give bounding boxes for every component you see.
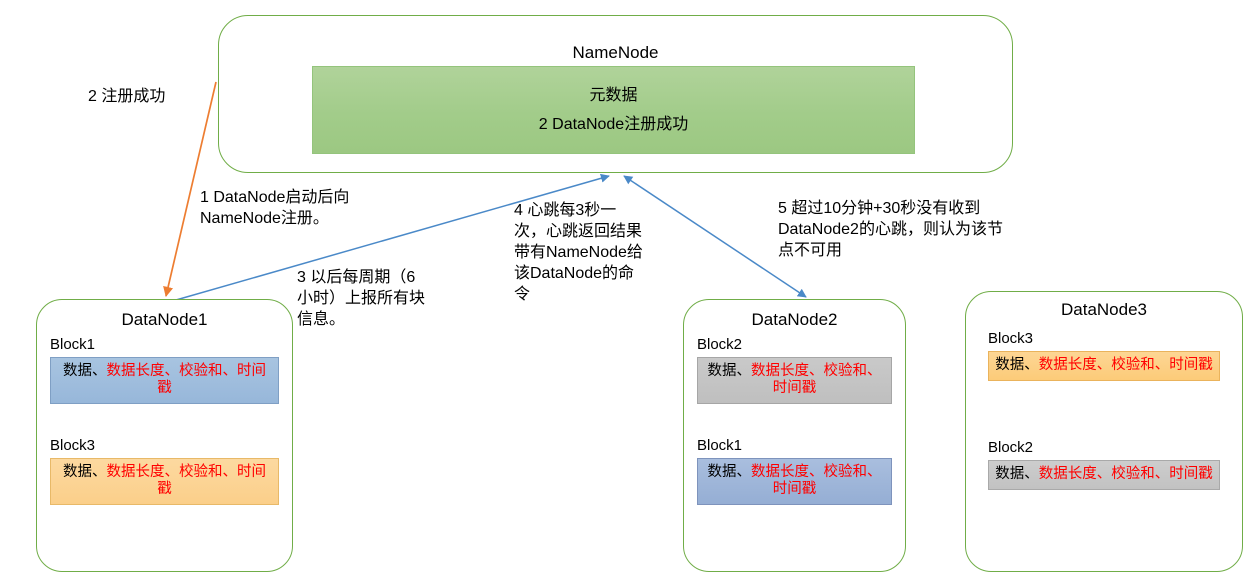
datanode1-block-2: Block3 数据、数据长度、校验和、时间戳 bbox=[50, 437, 279, 505]
namenode-box[interactable]: NameNode 元数据 2 DataNode注册成功 bbox=[218, 15, 1013, 173]
block-text-red: 数据长度、校验和、时间戳 bbox=[106, 464, 267, 497]
datanode2-block-2: Block1 数据、数据长度、校验和、时间戳 bbox=[697, 437, 892, 505]
block-text-red: 数据长度、校验和、时间戳 bbox=[751, 464, 882, 497]
annotation-heartbeat: 4 心跳每3秒一次，心跳返回结果带有NameNode给该DataNode的命令 bbox=[514, 202, 643, 303]
block-label: Block3 bbox=[50, 437, 96, 454]
block-body[interactable]: 数据、数据长度、校验和、时间戳 bbox=[988, 460, 1220, 490]
block-label: Block2 bbox=[697, 336, 743, 353]
datanode2-box[interactable]: DataNode2 Block2 数据、数据长度、校验和、时间戳 Block1 … bbox=[683, 299, 906, 572]
block-body[interactable]: 数据、数据长度、校验和、时间戳 bbox=[697, 357, 892, 404]
metadata-registration-status: 2 DataNode注册成功 bbox=[538, 116, 689, 133]
block-body[interactable]: 数据、数据长度、校验和、时间戳 bbox=[50, 357, 279, 404]
block-text-red: 数据长度、校验和、时间戳 bbox=[1038, 357, 1213, 373]
datanode3-block-2: Block2 数据、数据长度、校验和、时间戳 bbox=[988, 439, 1220, 490]
annotation-startup-register: 1 DataNode启动后向NameNode注册。 bbox=[200, 189, 350, 227]
block-label: Block1 bbox=[50, 336, 96, 353]
annotation-periodic-block-report: 3 以后每周期（6小时）上报所有块信息。 bbox=[297, 269, 426, 328]
datanode3-title: DataNode3 bbox=[1060, 300, 1147, 319]
metadata-label: 元数据 bbox=[589, 87, 638, 104]
block-label: Block1 bbox=[697, 437, 743, 454]
datanode1-box[interactable]: DataNode1 Block1 数据、数据长度、校验和、时间戳 Block3 … bbox=[36, 299, 293, 572]
datanode2-title: DataNode2 bbox=[751, 310, 838, 329]
block-text-black: 数据、 bbox=[707, 363, 752, 379]
datanode1-block-1: Block1 数据、数据长度、校验和、时间戳 bbox=[50, 336, 279, 404]
datanode3-block-1: Block3 数据、数据长度、校验和、时间戳 bbox=[988, 330, 1220, 381]
block-text-black: 数据、 bbox=[63, 363, 107, 379]
block-body[interactable]: 数据、数据长度、校验和、时间戳 bbox=[50, 458, 279, 505]
namenode-title: NameNode bbox=[572, 43, 659, 62]
datanode1-title: DataNode1 bbox=[121, 310, 208, 329]
block-text-red: 数据长度、校验和、时间戳 bbox=[106, 363, 267, 396]
annotation-register-success: 2 注册成功 bbox=[88, 88, 166, 105]
datanode3-box[interactable]: DataNode3 Block3 数据、数据长度、校验和、时间戳 Block2 … bbox=[965, 291, 1243, 572]
block-text-red: 数据长度、校验和、时间戳 bbox=[751, 363, 882, 396]
block-body[interactable]: 数据、数据长度、校验和、时间戳 bbox=[697, 458, 892, 505]
block-body[interactable]: 数据、数据长度、校验和、时间戳 bbox=[988, 351, 1220, 381]
block-text-black: 数据、 bbox=[707, 464, 752, 480]
block-text-red: 数据长度、校验和、时间戳 bbox=[1038, 466, 1213, 482]
block-text-black: 数据、 bbox=[995, 357, 1039, 373]
block-text-black: 数据、 bbox=[63, 464, 107, 480]
block-label: Block2 bbox=[988, 439, 1034, 456]
block-label: Block3 bbox=[988, 330, 1034, 347]
namenode-metadata-box[interactable]: 元数据 2 DataNode注册成功 bbox=[312, 66, 915, 154]
datanode2-block-1: Block2 数据、数据长度、校验和、时间戳 bbox=[697, 336, 892, 404]
block-text-black: 数据、 bbox=[995, 466, 1039, 482]
annotation-heartbeat-timeout: 5 超过10分钟+30秒没有收到DataNode2的心跳，则认为该节点不可用 bbox=[778, 200, 1003, 259]
